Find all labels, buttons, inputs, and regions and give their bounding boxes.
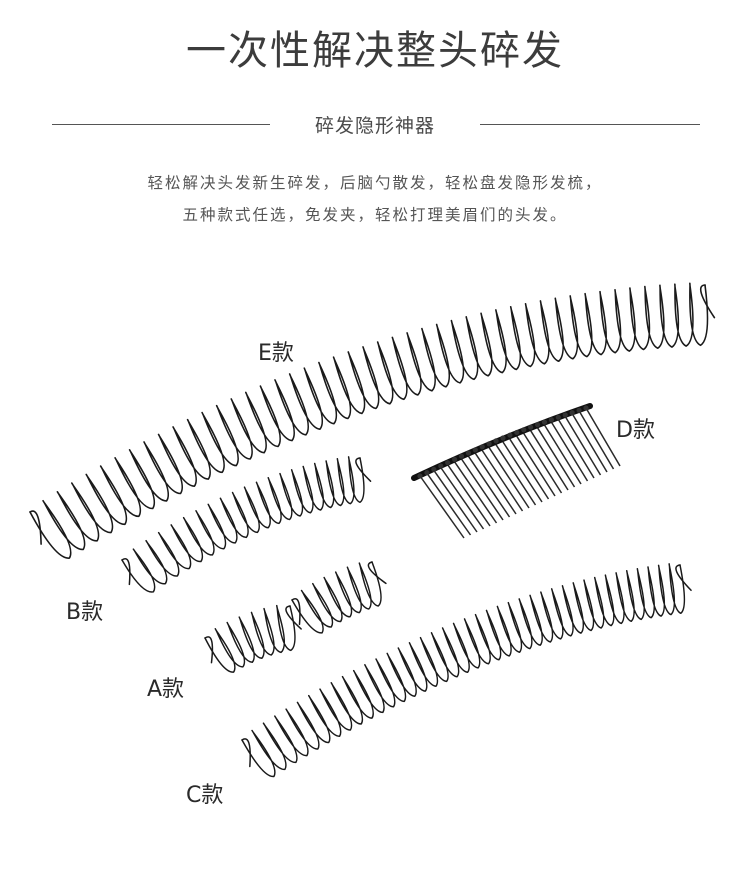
comb-a-left-image — [204, 604, 302, 673]
description-line-1: 轻松解决头发新生碎发，后脑勺散发，轻松盘发隐形发梳， — [147, 174, 603, 192]
divider-left — [52, 124, 270, 125]
page-title: 一次性解决整头碎发 — [186, 28, 564, 74]
comb-c-image — [241, 563, 692, 778]
label-e: E款 — [258, 341, 294, 366]
description-line-2: 五种款式任选，免发夹，轻松打理美眉们的头发。 — [182, 206, 568, 224]
comb-b-image — [121, 456, 372, 593]
comb-e-image — [29, 282, 716, 559]
label-a: A款 — [147, 677, 185, 702]
label-b: B款 — [66, 600, 104, 625]
label-c: C款 — [186, 783, 224, 808]
label-d: D款 — [616, 418, 655, 443]
comb-d-image — [411, 403, 621, 539]
comb-a-right-image — [291, 561, 387, 634]
divider-right — [480, 124, 700, 125]
section-subtitle: 碎发隐形神器 — [314, 115, 435, 137]
